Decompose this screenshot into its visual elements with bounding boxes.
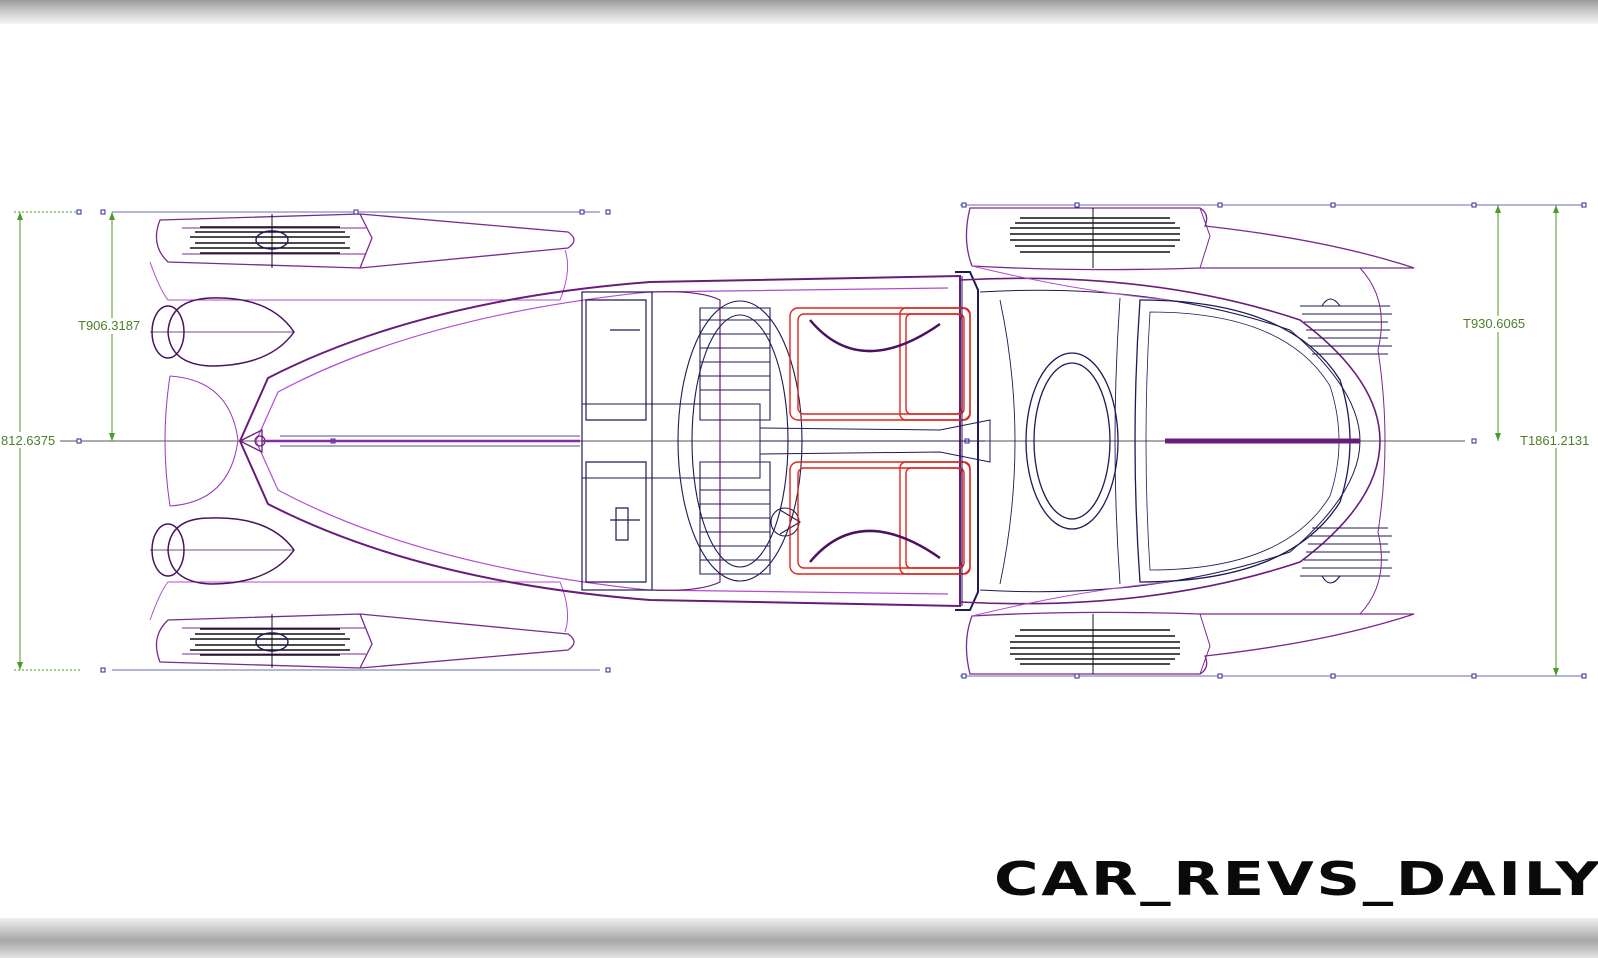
front-tire-top [190, 214, 350, 268]
rear-flank-lines [1359, 267, 1386, 615]
seat-bottom [789, 461, 971, 575]
headlight-top [150, 297, 295, 367]
transmission-tunnel [759, 419, 991, 463]
car-plan-view-drawing: 812.6375 T906.3187 T930.6065 T1861.2131 [0, 202, 1598, 679]
seat-top [789, 307, 971, 421]
rear-tire-top [1010, 208, 1180, 268]
top-frame-bar [0, 0, 1598, 24]
cowl-frame [581, 291, 761, 591]
dimension-label-left-full: 812.6375 [1, 433, 55, 448]
front-apron [164, 375, 239, 507]
dimension-label-right-full: T1861.2131 [1520, 433, 1589, 448]
rear-vent-top [1300, 298, 1392, 355]
rear-spare-cover [1025, 352, 1119, 530]
rear-vent-bottom [1300, 527, 1392, 584]
front-fender-bottom [149, 581, 575, 669]
headlight-bottom [150, 517, 295, 585]
rear-fender-top [965, 207, 1415, 301]
dimension-arrows [17, 205, 1559, 676]
front-tire-bottom [190, 614, 350, 668]
rear-bulkhead [955, 271, 979, 611]
front-fender-top [149, 213, 575, 301]
hood-lines [280, 435, 580, 447]
rear-deck-seams [999, 297, 1121, 585]
dashboard [677, 300, 803, 582]
rear-fender-bottom [965, 581, 1415, 675]
watermark-logo: CAR_REVS_DAILY [994, 852, 1598, 906]
dimension-label-left-half: T906.3187 [78, 318, 140, 333]
dimension-label-right-half: T930.6065 [1463, 316, 1525, 331]
bottom-frame-bar [0, 918, 1598, 958]
rear-tire-bottom [1010, 614, 1180, 674]
trunk-lid [1134, 299, 1360, 583]
